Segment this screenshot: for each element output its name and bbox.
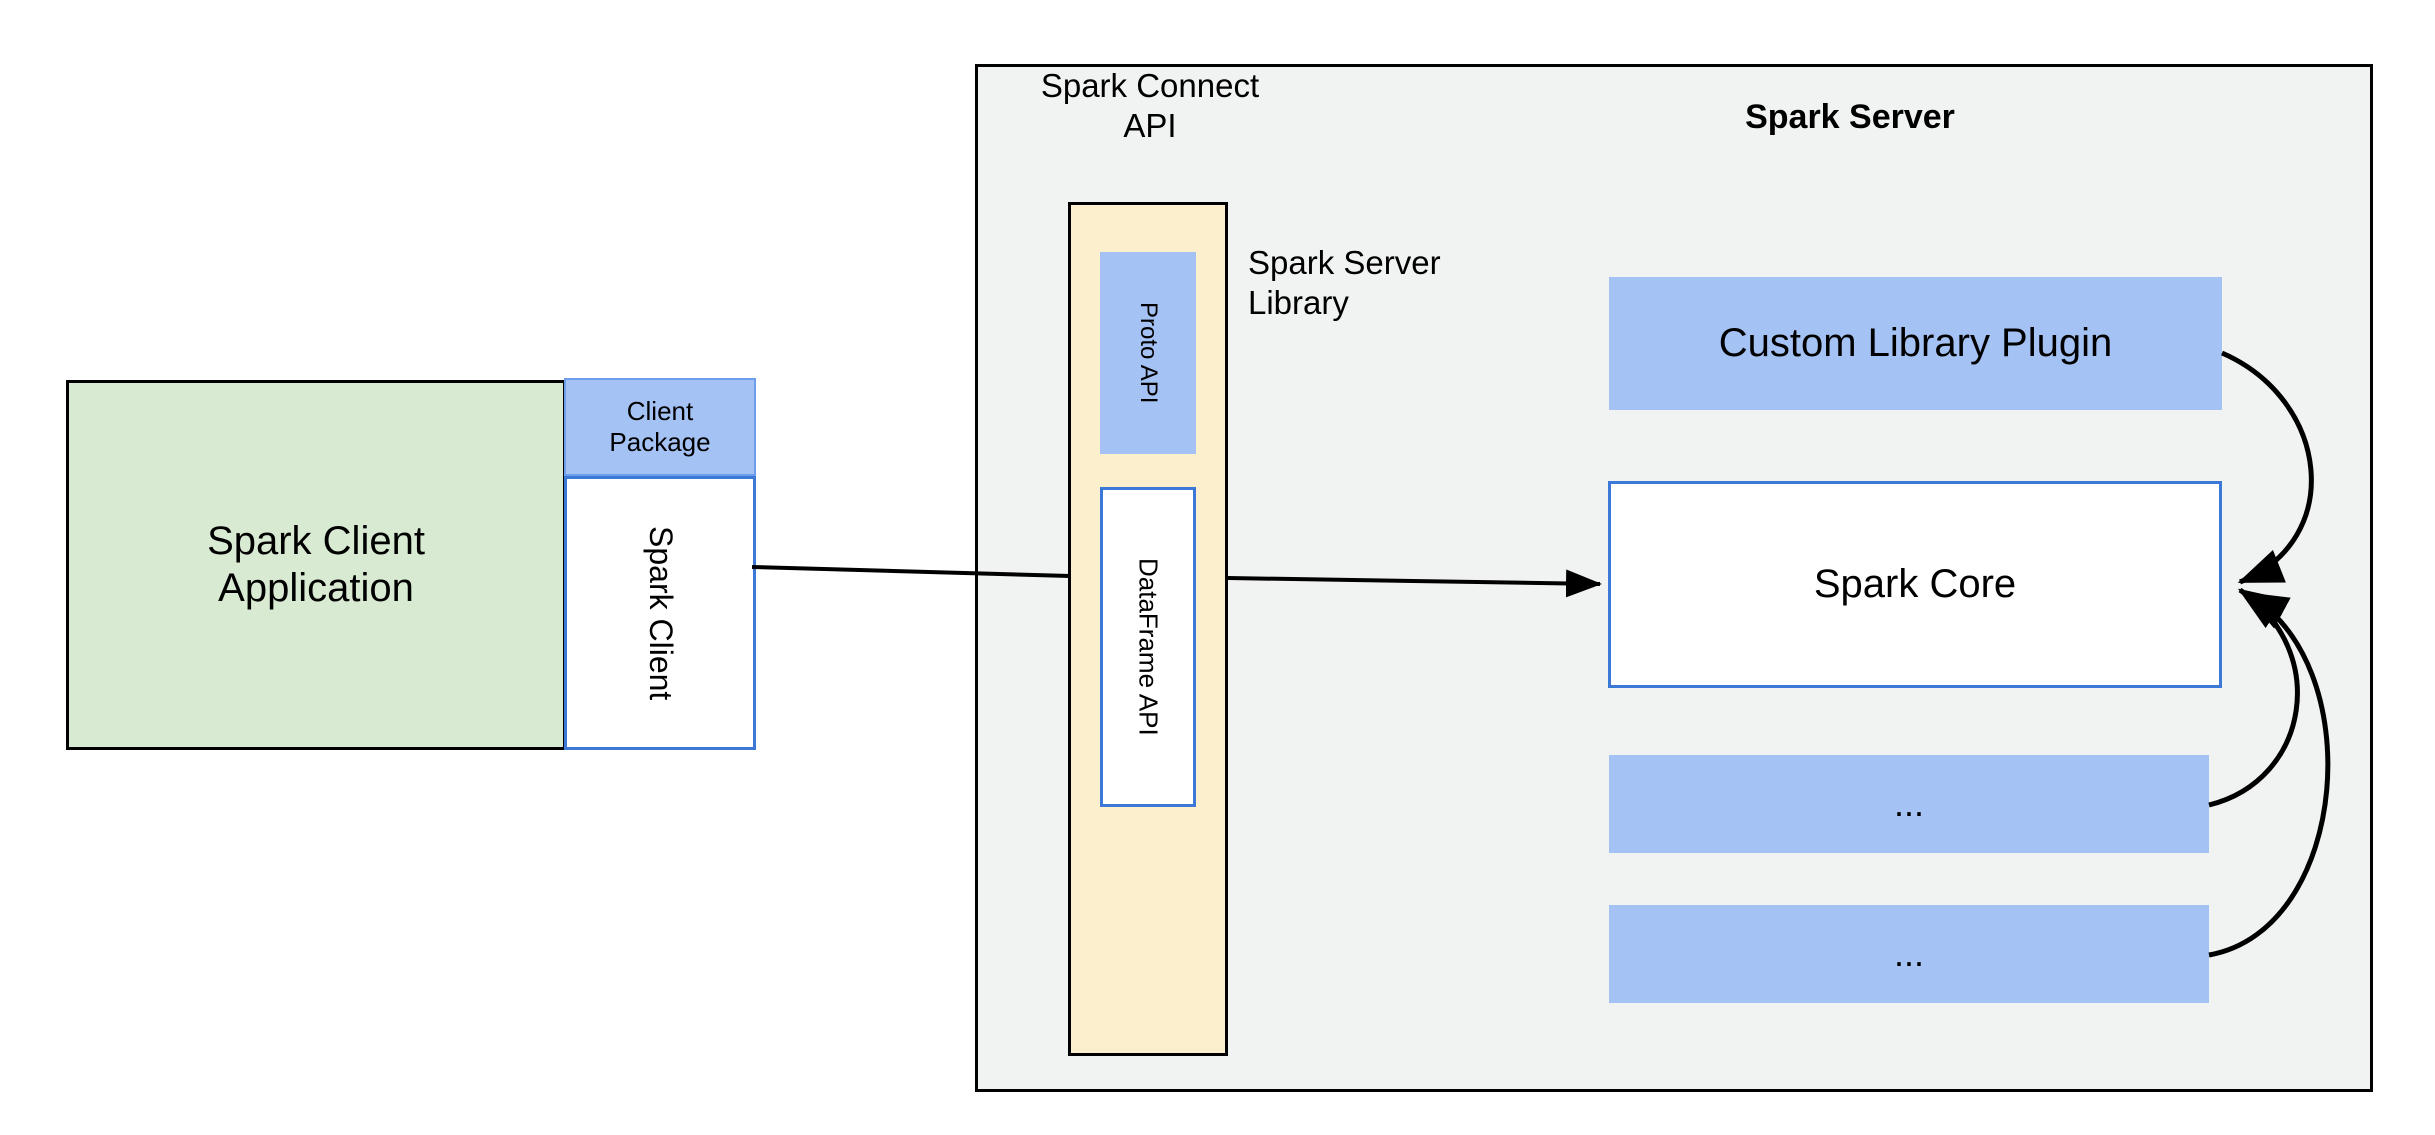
spark-client-application-box[interactable]: Spark Client Application [66, 380, 566, 750]
custom-library-plugin-box[interactable]: Custom Library Plugin [1609, 277, 2222, 410]
spark-client-label: Spark Client [642, 525, 679, 701]
ellipsis-label-1: ... [1893, 782, 1924, 824]
spark-connect-api-label: Spark Connect API [1040, 67, 1260, 144]
ellipsis-box-1[interactable]: ... [1609, 755, 2209, 853]
proto-api-box[interactable]: Proto API [1100, 252, 1196, 454]
spark-server-title: Spark Server [1745, 98, 1955, 136]
ellipsis-label-2: ... [1893, 932, 1924, 974]
spark-core-box[interactable]: Spark Core [1608, 481, 2222, 688]
proto-api-label: Proto API [1135, 302, 1163, 404]
spark-client-box[interactable]: Spark Client [564, 476, 756, 750]
client-package-label: Client Package [609, 396, 711, 457]
client-package-box[interactable]: Client Package [564, 378, 756, 476]
custom-library-plugin-label: Custom Library Plugin [1718, 320, 2113, 365]
dataframe-api-label: DataFrame API [1133, 558, 1164, 736]
spark-server-library-label: Spark Server Library [1248, 244, 1441, 321]
spark-client-application-label: Spark Client Application [207, 518, 425, 610]
dataframe-api-box[interactable]: DataFrame API [1100, 487, 1196, 807]
ellipsis-box-2[interactable]: ... [1609, 905, 2209, 1003]
spark-core-label: Spark Core [1813, 561, 2017, 606]
